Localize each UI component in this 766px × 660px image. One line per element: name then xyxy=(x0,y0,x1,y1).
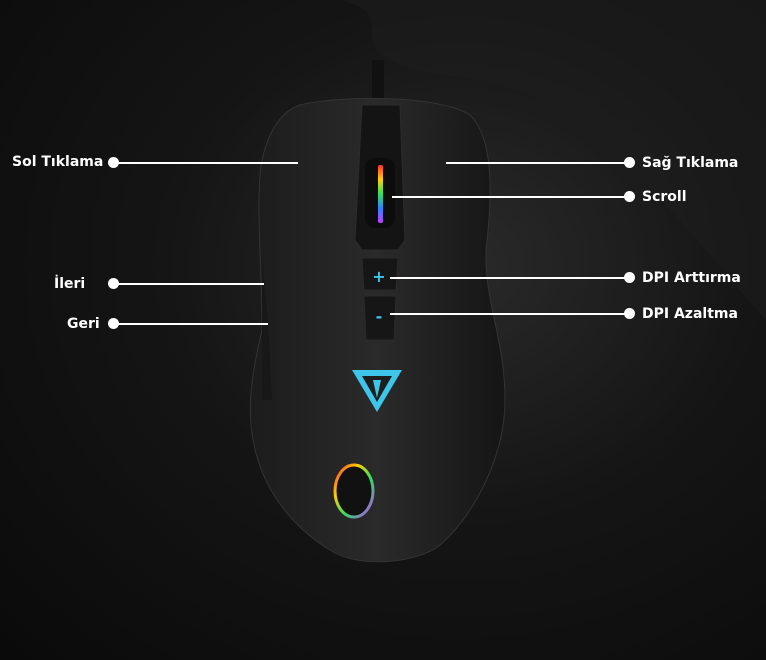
callout-line xyxy=(114,323,268,325)
label-back: Geri xyxy=(67,316,100,332)
label-forward: İleri xyxy=(54,276,86,292)
label-dpi-down: DPI Azaltma xyxy=(642,306,738,322)
side-buttons xyxy=(262,260,272,400)
dpi-minus-glyph: - xyxy=(376,307,383,326)
rgb-logo-ring xyxy=(333,463,375,519)
callout-line xyxy=(392,196,630,198)
label-dpi-up: DPI Arttırma xyxy=(642,270,741,286)
label-left-click: Sol Tıklama xyxy=(12,154,104,170)
callout-line xyxy=(446,162,630,164)
callout-line xyxy=(390,277,630,279)
dpi-down-button xyxy=(363,295,397,341)
callout-dot xyxy=(108,157,119,168)
callout-line xyxy=(114,162,298,164)
label-right-click: Sağ Tıklama xyxy=(642,155,739,171)
dpi-plus-glyph: + xyxy=(372,267,385,286)
dpi-up-button xyxy=(361,257,399,291)
mouse-cable xyxy=(372,60,384,105)
callout-line xyxy=(390,313,630,315)
callout-line xyxy=(114,283,264,285)
callout-dot xyxy=(108,278,119,289)
label-scroll: Scroll xyxy=(642,189,687,205)
callout-dot xyxy=(108,318,119,329)
scroll-rgb-strip xyxy=(378,165,383,223)
